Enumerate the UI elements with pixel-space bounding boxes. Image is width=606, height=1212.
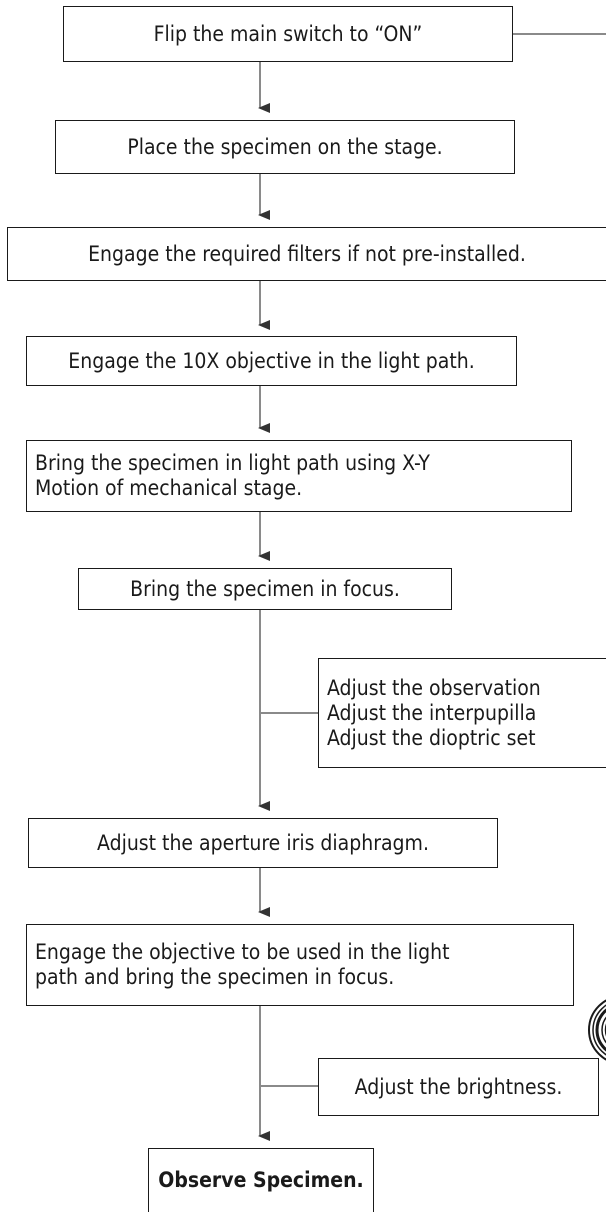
step-text-line: Adjust the observation — [327, 675, 541, 700]
step-text-line: Motion of mechanical stage. — [35, 476, 303, 500]
step-3: Engage the required filters if not pre-i… — [7, 227, 606, 281]
step-text-line: Observe Specimen. — [158, 1168, 364, 1192]
step-5: Bring the specimen in light path using X… — [26, 440, 572, 512]
magnifier-ring-icon — [578, 990, 606, 1070]
step-7: Adjust the aperture iris diaphragm. — [28, 818, 498, 868]
step-text-line: Engage the required filters if not pre-i… — [88, 241, 526, 266]
step-2: Place the specimen on the stage. — [55, 120, 515, 174]
step-text-line: Adjust the dioptric set — [327, 725, 536, 750]
step-text-line: Adjust the interpupilla — [327, 700, 537, 725]
step-text-line: Bring the specimen in light path using X… — [35, 451, 430, 475]
step-1: Flip the main switch to “ON” — [63, 6, 513, 62]
step-8: Engage the objective to be used in the l… — [26, 924, 574, 1006]
step-text-line: Adjust the brightness. — [354, 1074, 563, 1099]
step-text-line: Engage the 10X objective in the light pa… — [68, 348, 475, 373]
step-4: Engage the 10X objective in the light pa… — [26, 336, 517, 386]
step-text-line: Adjust the aperture iris diaphragm. — [97, 830, 429, 855]
step-text-line: path and bring the specimen in focus. — [35, 965, 395, 989]
step-text-line: Flip the main switch to “ON” — [153, 21, 423, 46]
step-text-line: Place the specimen on the stage. — [127, 134, 443, 159]
side-note-2: Adjust the brightness. — [318, 1058, 599, 1116]
step-6: Bring the specimen in focus. — [78, 568, 452, 610]
step-text-line: Engage the objective to be used in the l… — [35, 940, 450, 964]
step-9: Observe Specimen. — [148, 1148, 374, 1212]
step-text-line: Bring the specimen in focus. — [130, 576, 400, 601]
